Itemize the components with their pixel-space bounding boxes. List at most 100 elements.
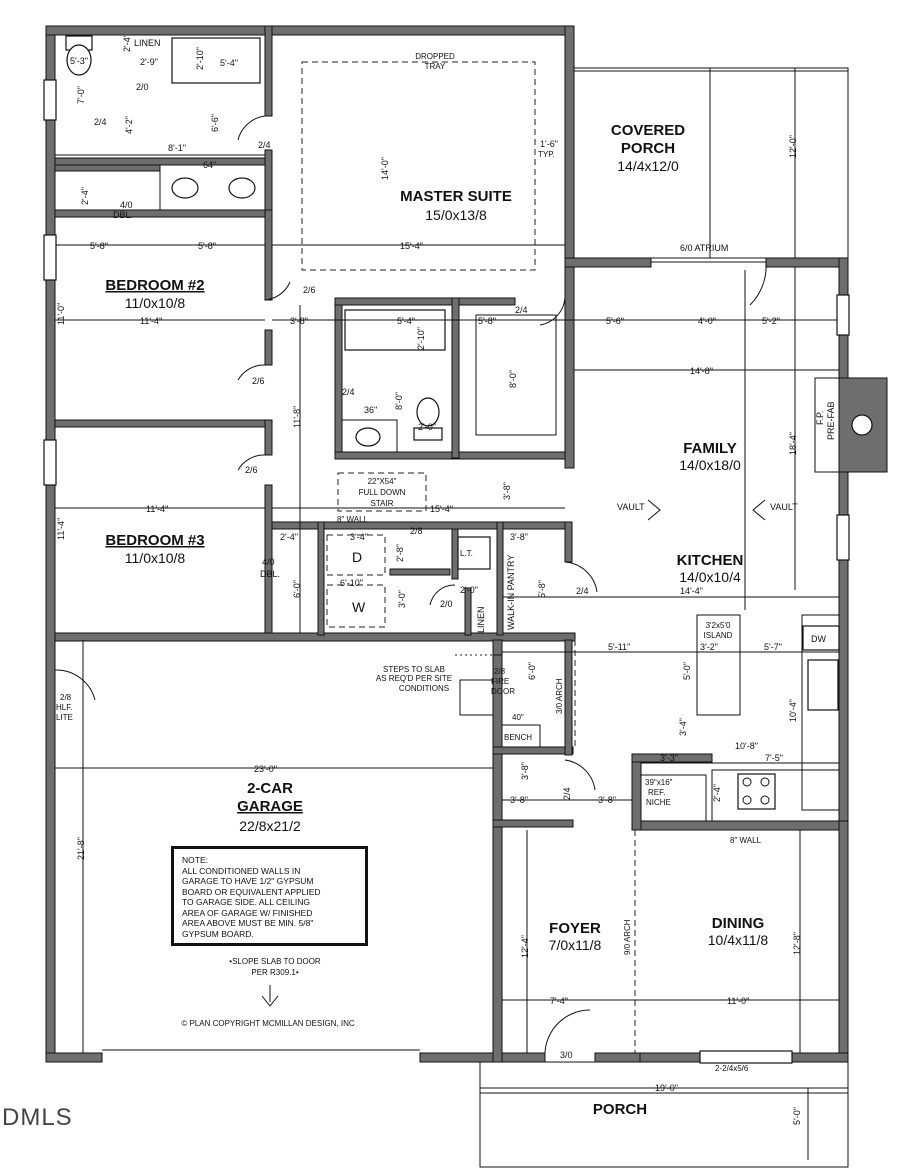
wall-family-top-a (564, 257, 652, 268)
dimension: 5'-3" (70, 56, 88, 66)
vault-arrow-left (647, 499, 661, 521)
dimension: 5'-8" (537, 580, 547, 598)
front-porch-outline (479, 1061, 849, 1168)
wall-dining-right (838, 820, 849, 1063)
dimension: 11'-4" (140, 316, 162, 326)
wall-garage-bottom-b (419, 1052, 503, 1063)
family-name: FAMILY (683, 440, 737, 457)
dimension: 6'-0" (527, 662, 537, 680)
dbl-mid-1: 4/0 (262, 557, 275, 567)
wall-hall-bottom (492, 819, 574, 828)
stair-label-2: FULL DOWN (359, 488, 406, 497)
dimension: 3'-8" (510, 795, 528, 805)
mud-step (459, 679, 494, 716)
dimension: 6'-0" (292, 580, 302, 598)
wall-bed2-top (54, 209, 266, 218)
dining-name: DINING (712, 915, 765, 932)
vault-right-label: VAULT (770, 502, 798, 512)
note-line: TO GARAGE SIDE. ALL CEILING (182, 897, 311, 907)
door-label: 2/6 (245, 465, 258, 475)
dimension: 10'-8" (735, 741, 758, 751)
door-swing-bed2 (264, 281, 291, 301)
island-label-1: 3'2x5'0 (706, 621, 731, 630)
master-closet-shelf (475, 314, 557, 436)
tub-master (171, 37, 261, 84)
sink-master-2 (228, 177, 256, 199)
dimension: 1'-6" (540, 139, 558, 149)
door-label: 2/8 (410, 526, 423, 536)
dryer (326, 534, 386, 576)
note-line: NOTE: (182, 855, 208, 865)
door-label: 2/6 (303, 285, 316, 295)
dimension: 3'-8" (598, 795, 616, 805)
covered-porch-outline (573, 67, 849, 259)
door-label: 2/6 (252, 376, 265, 386)
wall-kitchen-bottom (631, 820, 849, 831)
dimension: 2'-0" (418, 422, 436, 432)
dimension: 14'-0" (380, 157, 390, 180)
dimension: 15'-4" (430, 504, 453, 514)
dimension: 3'-0" (397, 590, 407, 608)
dimension: 6'-6" (210, 114, 220, 132)
wall-left (45, 25, 56, 1063)
note-line: AREA OF GARAGE W/ FINISHED (182, 907, 313, 918)
slope-2: PER R309.1• (251, 968, 298, 977)
island-label-2: ISLAND (704, 631, 733, 640)
dbl-top-1: 4/0 (120, 200, 133, 210)
ref-niche-3: NICHE (646, 798, 671, 807)
family-size: 14/0x18/0 (679, 457, 741, 473)
garage-note: NOTE: ALL CONDITIONED WALLS IN GARAGE TO… (171, 846, 368, 946)
wall-hbath-bottom (334, 451, 566, 460)
foyer-size: 7/0x11/8 (549, 937, 602, 953)
note-line: AREA ABOVE MUST BE MIN. 5/8" (182, 918, 314, 928)
hlf-lite-1: 2/8 (60, 693, 72, 702)
wall-mud-right (564, 639, 573, 756)
arch-90-label: 9/0 ARCH (623, 919, 632, 955)
steps-1: STEPS TO SLAB (383, 665, 445, 674)
dimension: 3'-4" (350, 532, 368, 542)
cov-porch-line2: PORCH (621, 140, 675, 157)
dimension: 3'-3" (660, 753, 678, 763)
vanity-master (159, 164, 266, 211)
attic-stair (337, 472, 427, 512)
dimension: 2'-4" (122, 34, 132, 52)
wall-bed2-right (264, 209, 273, 301)
dimension: 3'-8" (510, 532, 528, 542)
dropped-tray-outline (301, 61, 536, 271)
dimension: 23'-0" (254, 764, 277, 774)
dimension: 2'-4" (712, 784, 722, 802)
garage-line2: GARAGE (237, 798, 303, 815)
door-label: 2/4 (258, 140, 271, 150)
dimension: 3'-2" (700, 642, 718, 652)
foyer-name: FOYER (549, 920, 601, 937)
dw-label: DW (811, 634, 826, 644)
wall-bath-bottom (54, 157, 266, 166)
fp-label-1: F.P. (815, 411, 825, 425)
kitchen-size: 14/0x10/4 (679, 569, 741, 585)
dimension: 3'-4" (678, 718, 688, 736)
dbl-mid-2: DBL. (260, 569, 280, 579)
dimension: 4'-2" (124, 116, 134, 134)
wall-bed3-bottom (54, 632, 576, 642)
note-line: GARAGE TO HAVE 1/2" GYPSUM (182, 876, 314, 886)
toilet-master-bowl (66, 44, 92, 76)
dimension: 2'-0" (460, 585, 478, 595)
dbl-top-2: DBL. (113, 210, 133, 220)
wall-lt-box (451, 528, 459, 580)
garage-line1: 2-CAR (247, 780, 293, 797)
walkin-pantry-label: WALK-IN PANTRY (506, 555, 516, 630)
misc-labels: LINEN LINEN WALK-IN PANTRY 6/0 ATRIUM F.… (56, 38, 836, 1073)
dimension: 3'-8" (290, 316, 308, 326)
vault-arrow-right (752, 499, 766, 521)
bed3-size: 11/0x10/8 (125, 550, 186, 566)
wall-pantry-right (564, 521, 573, 563)
wall-master-right (564, 25, 575, 469)
dimension: 7'-0" (76, 86, 86, 104)
dimension: 21'-8" (76, 837, 86, 860)
hlf-lite-3: LITE (56, 713, 73, 722)
wall-laundry-div (389, 568, 451, 576)
note-line: ALL CONDITIONED WALLS IN (182, 865, 301, 876)
wall-hbath-left (334, 297, 343, 459)
fp-label-2: PRE-FAB (826, 401, 836, 440)
